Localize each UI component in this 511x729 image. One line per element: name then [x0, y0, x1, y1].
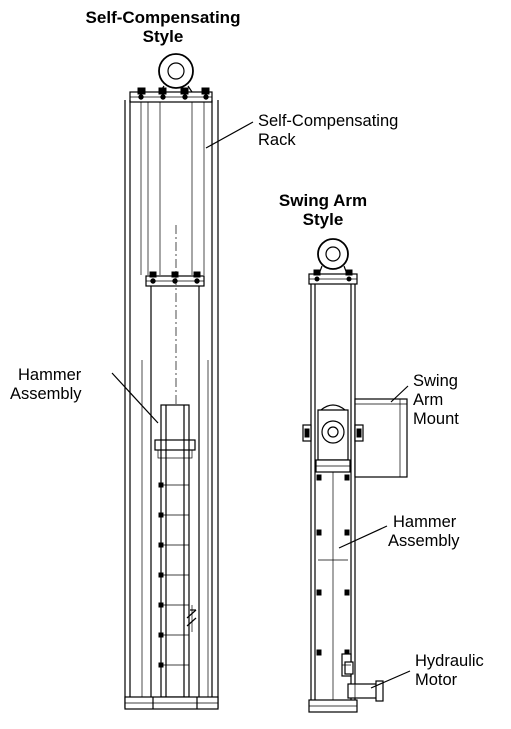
motor-leader — [370, 670, 411, 689]
left-hammer-label-line2: Assembly — [10, 385, 82, 403]
left-title-line1: Self-Compensating — [86, 8, 241, 27]
rack-label-line1: Self-Compensating — [258, 112, 398, 130]
lifting-eye-right — [317, 238, 349, 275]
right-hammer-leader — [338, 525, 388, 549]
swing-arm-assembly: Swing Arm Style — [279, 191, 484, 713]
hammer-assembly-right — [302, 404, 364, 656]
left-title-line2: Style — [143, 27, 184, 46]
right-base — [308, 699, 358, 713]
carriage-rails — [141, 225, 209, 708]
lifting-eye — [158, 53, 194, 93]
mount-leader — [390, 385, 409, 403]
rack-label-line2: Rack — [258, 131, 296, 149]
right-hammer-label-line2: Assembly — [388, 532, 460, 550]
hammer-assembly-left — [154, 404, 197, 698]
rack-leader — [205, 121, 254, 149]
hydraulic-motor — [341, 653, 384, 702]
top-plate — [129, 87, 213, 103]
left-hammer-leader — [111, 372, 159, 424]
mount-label-line3: Mount — [413, 410, 459, 428]
motor-label-line1: Hydraulic — [415, 652, 484, 670]
middle-plate — [145, 271, 205, 287]
self-compensating-rack — [124, 100, 219, 708]
right-title-line1: Swing Arm — [279, 191, 367, 210]
left-hammer-label-line1: Hammer — [18, 366, 82, 384]
mount-label-line1: Swing — [413, 372, 458, 390]
top-plate-right — [308, 269, 358, 285]
left-base — [124, 696, 219, 710]
swing-arm-mount — [354, 398, 408, 478]
right-hammer-label-line1: Hammer — [393, 513, 457, 531]
self-compensating-assembly: Self-Compensating Style — [10, 8, 398, 710]
mount-label-line2: Arm — [413, 391, 443, 409]
right-title-line2: Style — [303, 210, 344, 229]
motor-label-line2: Motor — [415, 671, 458, 689]
swing-arm-column — [310, 284, 356, 712]
